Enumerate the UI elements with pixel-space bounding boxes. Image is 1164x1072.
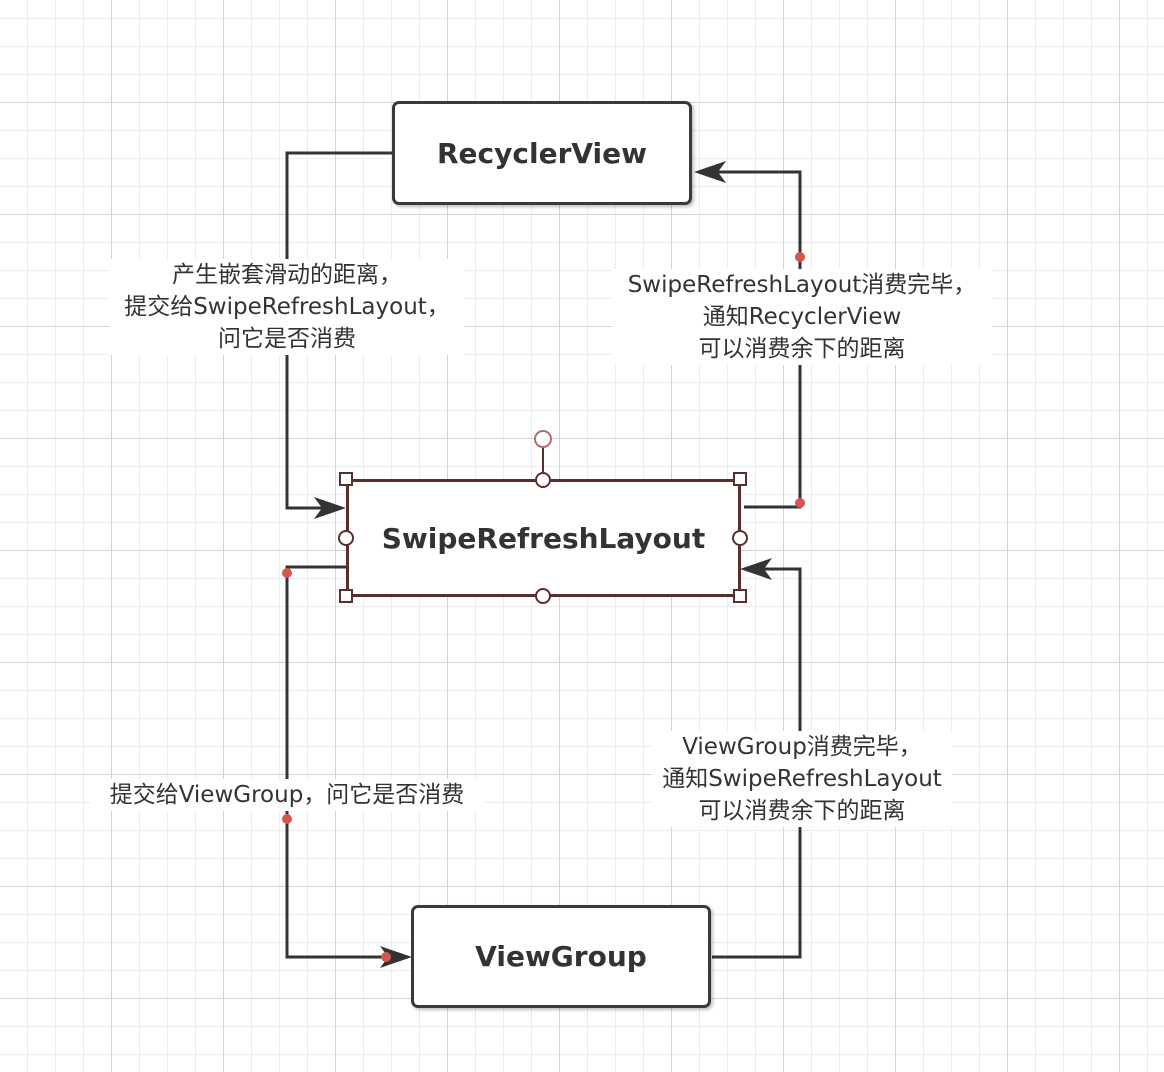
- edge-label-line: 问它是否消费: [218, 326, 356, 352]
- edge-label-line: 可以消费余下的距离: [698, 798, 906, 824]
- edge-label-viewgroup-to-swipe: ViewGroup消费完毕， 通知SwipeRefreshLayout 可以消费…: [652, 731, 952, 827]
- waypoint-dot[interactable]: [795, 498, 805, 508]
- edge-label-line: 可以消费余下的距离: [698, 336, 906, 362]
- waypoint-dot[interactable]: [282, 814, 292, 824]
- edge-label-swipe-to-recycler: SwipeRefreshLayout消费完毕， 通知RecyclerView 可…: [612, 269, 992, 365]
- edge-label-line: 提交给SwipeRefreshLayout，: [124, 294, 450, 320]
- edge-label-line: 通知SwipeRefreshLayout: [662, 766, 942, 792]
- arrowhead-recycler-right: [694, 161, 726, 183]
- arrowhead-swipe-left: [314, 497, 346, 519]
- edge-label-line: 提交给ViewGroup，问它是否消费: [109, 782, 465, 808]
- edge-swipe-to-viewgroup[interactable]: [285, 565, 408, 959]
- waypoint-dot[interactable]: [282, 568, 292, 578]
- view-group-node[interactable]: ViewGroup: [411, 905, 711, 1008]
- edge-label-recycler-to-swipe: 产生嵌套滑动的距离， 提交给SwipeRefreshLayout， 问它是否消费: [110, 259, 464, 355]
- arrowhead-viewgroup-left: [380, 946, 412, 968]
- recycler-view-node[interactable]: RecyclerView: [392, 101, 692, 205]
- edge-label-swipe-to-viewgroup: 提交给ViewGroup，问它是否消费: [90, 779, 484, 811]
- edge-label-line: SwipeRefreshLayout消费完毕，: [627, 272, 977, 298]
- waypoint-dot[interactable]: [381, 952, 391, 962]
- edge-label-line: ViewGroup消费完毕，: [682, 734, 922, 760]
- arrowhead-swipe-right: [740, 558, 772, 580]
- waypoint-dot[interactable]: [795, 252, 805, 262]
- swipe-refresh-layout-node[interactable]: SwipeRefreshLayout: [346, 479, 741, 597]
- edge-label-line: 通知RecyclerView: [702, 304, 902, 330]
- edge-label-line: 产生嵌套滑动的距离，: [172, 262, 402, 288]
